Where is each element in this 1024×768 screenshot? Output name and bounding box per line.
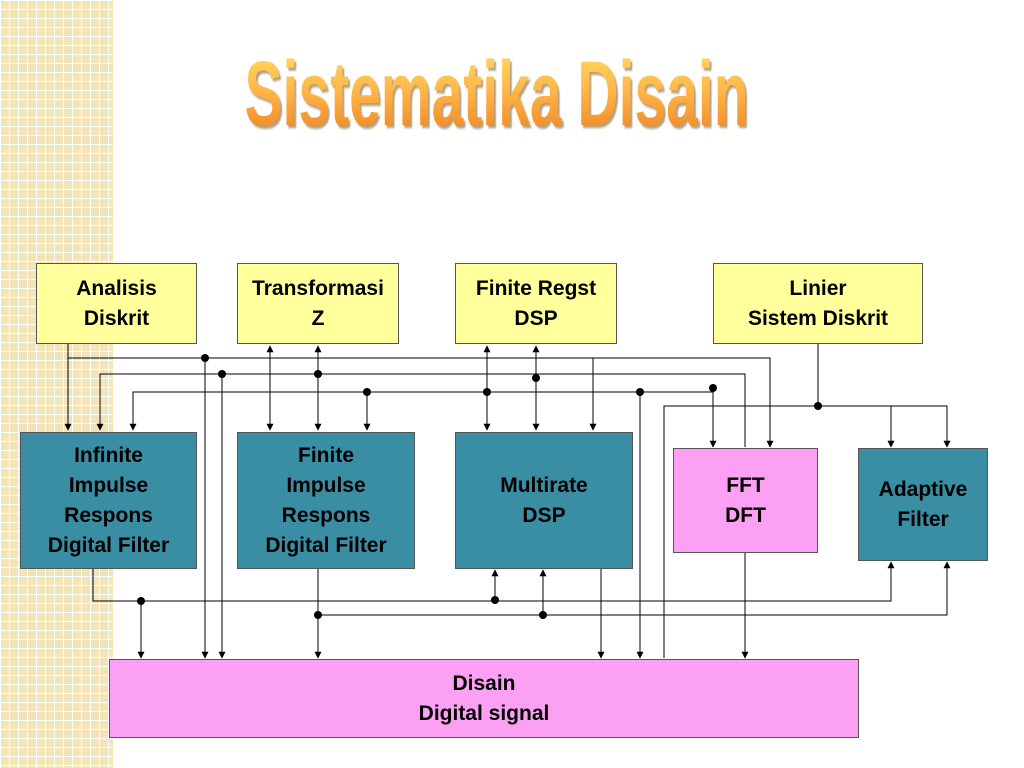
- box-label: Adaptive: [878, 477, 968, 501]
- box-multirate-dsp: Multirate DSP: [455, 432, 633, 569]
- box-label: Finite Regst: [475, 276, 597, 300]
- box-label: Digital Filter: [265, 533, 387, 557]
- box-label: DSP: [522, 503, 566, 527]
- box-label: Diskrit: [83, 306, 150, 330]
- box-linier-sistem-diskrit: Linier Sistem Diskrit: [713, 263, 923, 344]
- box-disain-digital-signal: Disain Digital signal: [109, 659, 859, 738]
- box-analisis-diskrit: Analisis Diskrit: [36, 263, 197, 344]
- box-label: Linier: [789, 276, 847, 300]
- box-transformasi-z: Transformasi Z: [237, 263, 399, 344]
- box-label: Digital Filter: [47, 533, 170, 557]
- junction-dots: [137, 354, 822, 619]
- box-label: FFT: [726, 473, 765, 497]
- box-label: Finite: [298, 443, 354, 467]
- box-label: Impulse: [286, 473, 366, 497]
- box-label: Transformasi: [252, 276, 384, 300]
- box-label: Filter: [897, 507, 949, 531]
- box-label: Analisis: [76, 276, 157, 300]
- box-fir-digital-filter: Finite Impulse Respons Digital Filter: [237, 432, 415, 569]
- box-label: DSP: [514, 306, 558, 330]
- box-label: Impulse: [68, 473, 149, 497]
- box-label: Z: [311, 306, 325, 330]
- box-label: Digital signal: [418, 701, 550, 725]
- box-label: Respons: [281, 503, 371, 527]
- box-iir-digital-filter: Infinite Impulse Respons Digital Filter: [20, 432, 197, 569]
- side-pattern-strip: [0, 0, 113, 768]
- box-label: Multirate: [500, 473, 588, 497]
- box-finite-regst-dsp: Finite Regst DSP: [455, 263, 617, 344]
- box-fft-dft: FFT DFT: [673, 448, 818, 553]
- box-label: DFT: [725, 503, 766, 527]
- slide-title: Sistematika Disain: [244, 43, 750, 145]
- box-label: Sistem Diskrit: [747, 306, 889, 330]
- box-label: Infinite: [74, 443, 143, 467]
- analisis-bus-358: [68, 357, 774, 448]
- box-label: Disain: [452, 671, 516, 695]
- box-adaptive-filter: Adaptive Filter: [858, 448, 988, 561]
- slide-title-container: Sistematika Disain: [0, 42, 1024, 147]
- box-label: Respons: [64, 503, 153, 527]
